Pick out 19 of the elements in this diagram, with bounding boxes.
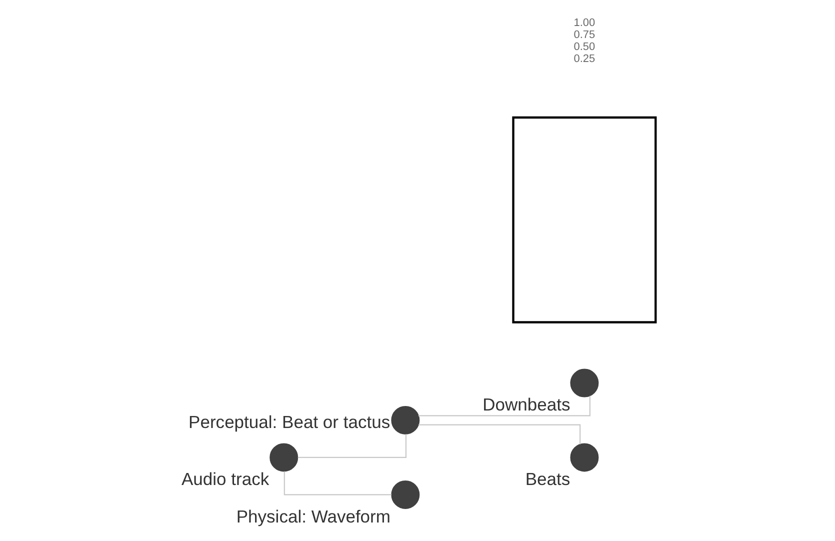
node-circle [269,443,298,472]
connector [418,424,580,444]
node-label: Downbeats [482,394,570,415]
label: 0.50 [573,41,595,54]
node-circle [570,368,598,398]
node-circle [570,443,598,472]
connector [283,471,392,496]
label: 1.00 [573,17,595,30]
label: 0.25 [573,53,595,66]
node-label: Perceptual: Beat or tactus [188,412,390,432]
connector [418,396,590,416]
node-box [512,116,656,324]
connector [297,434,406,458]
node-circle [390,480,420,509]
node-label: Physical: Waveform [236,506,390,526]
node-circle [390,406,420,434]
node-label: Audio track [180,469,269,490]
label: 0.75 [573,29,595,42]
node-label: Beats [524,469,570,490]
